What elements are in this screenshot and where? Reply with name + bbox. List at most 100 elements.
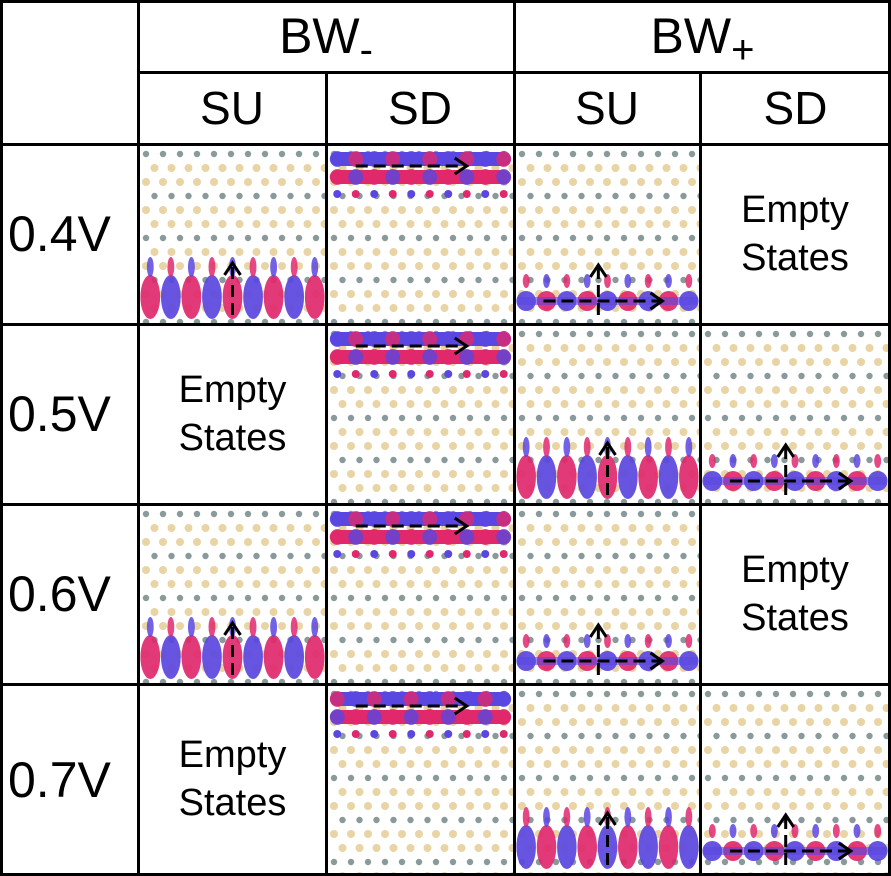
- atom: [142, 206, 150, 214]
- atom: [389, 484, 398, 492]
- atom: [874, 330, 882, 338]
- orbital-lobe: [874, 454, 882, 468]
- orbital-lobe: [385, 511, 401, 527]
- atom: [561, 872, 568, 873]
- atom: [882, 344, 888, 352]
- atom: [671, 330, 679, 338]
- atom: [730, 372, 737, 380]
- atom: [569, 178, 577, 186]
- atom: [645, 760, 654, 768]
- atom: [645, 164, 654, 172]
- atom: [586, 358, 594, 366]
- atom: [159, 178, 167, 186]
- atom: [577, 704, 586, 712]
- atom: [483, 746, 491, 754]
- atom: [552, 718, 560, 726]
- orbital-density-top: [329, 691, 512, 738]
- charge-density-svg: [140, 150, 325, 323]
- atom: [500, 442, 508, 450]
- atom: [142, 594, 150, 602]
- atom: [466, 594, 474, 602]
- atom: [261, 678, 269, 683]
- atom: [432, 442, 440, 450]
- orbital-lobe: [329, 709, 345, 725]
- atom: [662, 400, 671, 408]
- atom: [544, 192, 551, 200]
- atom: [457, 400, 466, 408]
- atom: [840, 802, 848, 810]
- orbital-lobe: [311, 257, 319, 277]
- atom: [304, 192, 311, 200]
- atom: [535, 358, 543, 366]
- atom: [780, 788, 789, 796]
- line-row-3: [0, 683, 891, 686]
- orbital-lobe: [729, 454, 737, 468]
- orbital-lobe: [543, 437, 550, 457]
- border-right: [888, 0, 891, 876]
- atom: [569, 358, 577, 366]
- atom: [381, 386, 389, 394]
- atom: [235, 248, 244, 256]
- atom: [252, 608, 261, 616]
- orbital-lobe: [385, 169, 401, 185]
- atom: [201, 164, 210, 172]
- atom: [457, 580, 466, 588]
- atom: [527, 872, 534, 873]
- atom: [780, 400, 789, 408]
- orbital-lobe: [403, 331, 419, 347]
- atom: [637, 498, 645, 503]
- atom: [295, 594, 303, 602]
- orbital-lobe: [263, 275, 284, 319]
- atom: [721, 414, 729, 422]
- atom: [458, 636, 465, 644]
- atom: [398, 498, 406, 503]
- orbital-lobe: [181, 275, 202, 319]
- atom: [389, 400, 398, 408]
- atom: [569, 206, 577, 214]
- atom: [432, 594, 440, 602]
- atom: [781, 372, 788, 380]
- atom: [697, 457, 699, 463]
- atom: [373, 456, 380, 464]
- atom: [679, 220, 688, 228]
- atom: [508, 844, 513, 852]
- atom: [415, 318, 423, 323]
- atom: [697, 872, 699, 873]
- atom: [620, 594, 628, 602]
- atom: [432, 802, 440, 810]
- atom: [688, 510, 696, 518]
- orbital-lobe: [644, 437, 652, 457]
- atom: [176, 318, 184, 323]
- orbital-lobe: [146, 617, 154, 637]
- atom: [721, 498, 729, 503]
- atom: [671, 318, 679, 323]
- atom: [840, 690, 848, 698]
- orbital-lobe: [791, 454, 799, 468]
- atom: [831, 344, 840, 352]
- atom: [764, 816, 771, 824]
- atom: [806, 414, 814, 422]
- atom: [823, 498, 831, 503]
- atom: [441, 456, 448, 464]
- atom: [535, 678, 543, 683]
- orbital-lobe: [187, 257, 195, 277]
- atom: [730, 872, 737, 873]
- atom: [577, 580, 586, 588]
- orbital-lobe: [366, 349, 382, 365]
- atom: [312, 510, 320, 518]
- atom: [356, 456, 363, 464]
- atom: [441, 872, 448, 873]
- atom: [389, 844, 398, 852]
- atom: [535, 262, 543, 270]
- atom: [432, 858, 440, 866]
- atom: [491, 400, 500, 408]
- atom: [883, 372, 888, 380]
- atom: [806, 330, 814, 338]
- atom: [671, 498, 679, 503]
- orbital-lobe: [329, 349, 345, 365]
- atom: [764, 456, 771, 464]
- atom: [449, 746, 457, 754]
- orbital-density-bottom: [702, 824, 888, 861]
